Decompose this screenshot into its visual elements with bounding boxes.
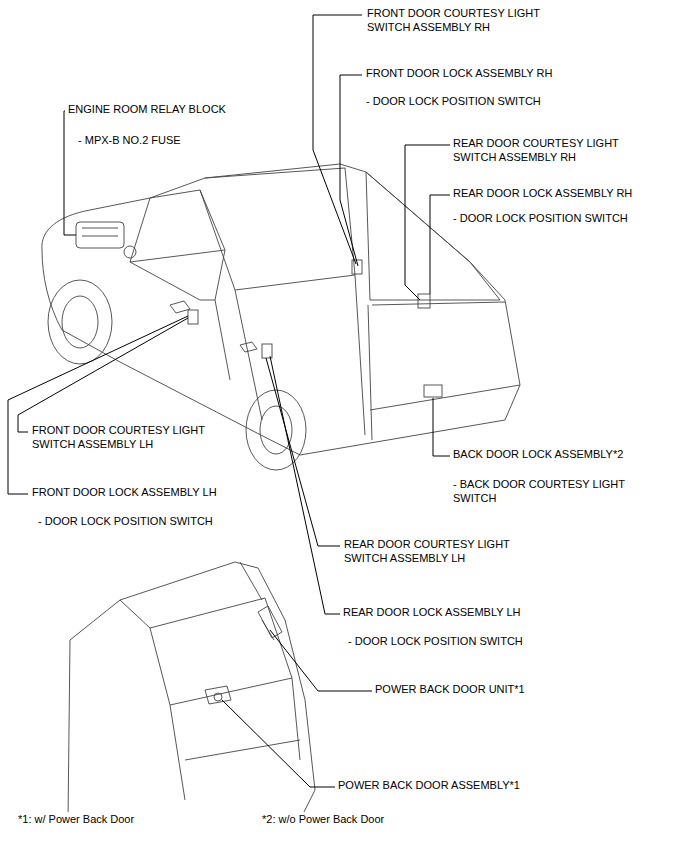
part-label: *2: w/o Power Back Door: [261, 812, 385, 826]
part-label: - DOOR LOCK POSITION SWITCH: [347, 634, 524, 648]
part-label: FRONT DOOR LOCK ASSEMBLY LH: [31, 485, 218, 499]
part-label: - DOOR LOCK POSITION SWITCH: [452, 211, 629, 225]
part-label: FRONT DOOR COURTESY LIGHT SWITCH ASSEMBL…: [31, 423, 218, 451]
part-label: POWER BACK DOOR UNIT*1: [374, 682, 526, 696]
part-label: - DOOR LOCK POSITION SWITCH: [37, 514, 214, 528]
part-label: POWER BACK DOOR ASSEMBLY*1: [337, 778, 521, 792]
part-label: - DOOR LOCK POSITION SWITCH: [365, 94, 542, 108]
part-label: REAR DOOR COURTESY LIGHT SWITCH ASSEMBLY…: [452, 136, 639, 164]
part-label: ENGINE ROOM RELAY BLOCK: [67, 102, 227, 116]
part-label: REAR DOOR COURTESY LIGHT SWITCH ASSEMBLY…: [343, 537, 530, 565]
part-label: FRONT DOOR COURTESY LIGHT SWITCH ASSEMBL…: [366, 6, 553, 34]
part-label: REAR DOOR LOCK ASSEMBLY RH: [452, 186, 633, 200]
part-label: *1: w/ Power Back Door: [17, 812, 135, 826]
part-label: REAR DOOR LOCK ASSEMBLY LH: [342, 605, 521, 619]
part-label: - MPX-B NO.2 FUSE: [77, 133, 182, 147]
part-label: - BACK DOOR COURTESY LIGHT SWITCH: [452, 477, 639, 505]
part-label: BACK DOOR LOCK ASSEMBLY*2: [452, 447, 624, 461]
part-label: FRONT DOOR LOCK ASSEMBLY RH: [365, 66, 553, 80]
